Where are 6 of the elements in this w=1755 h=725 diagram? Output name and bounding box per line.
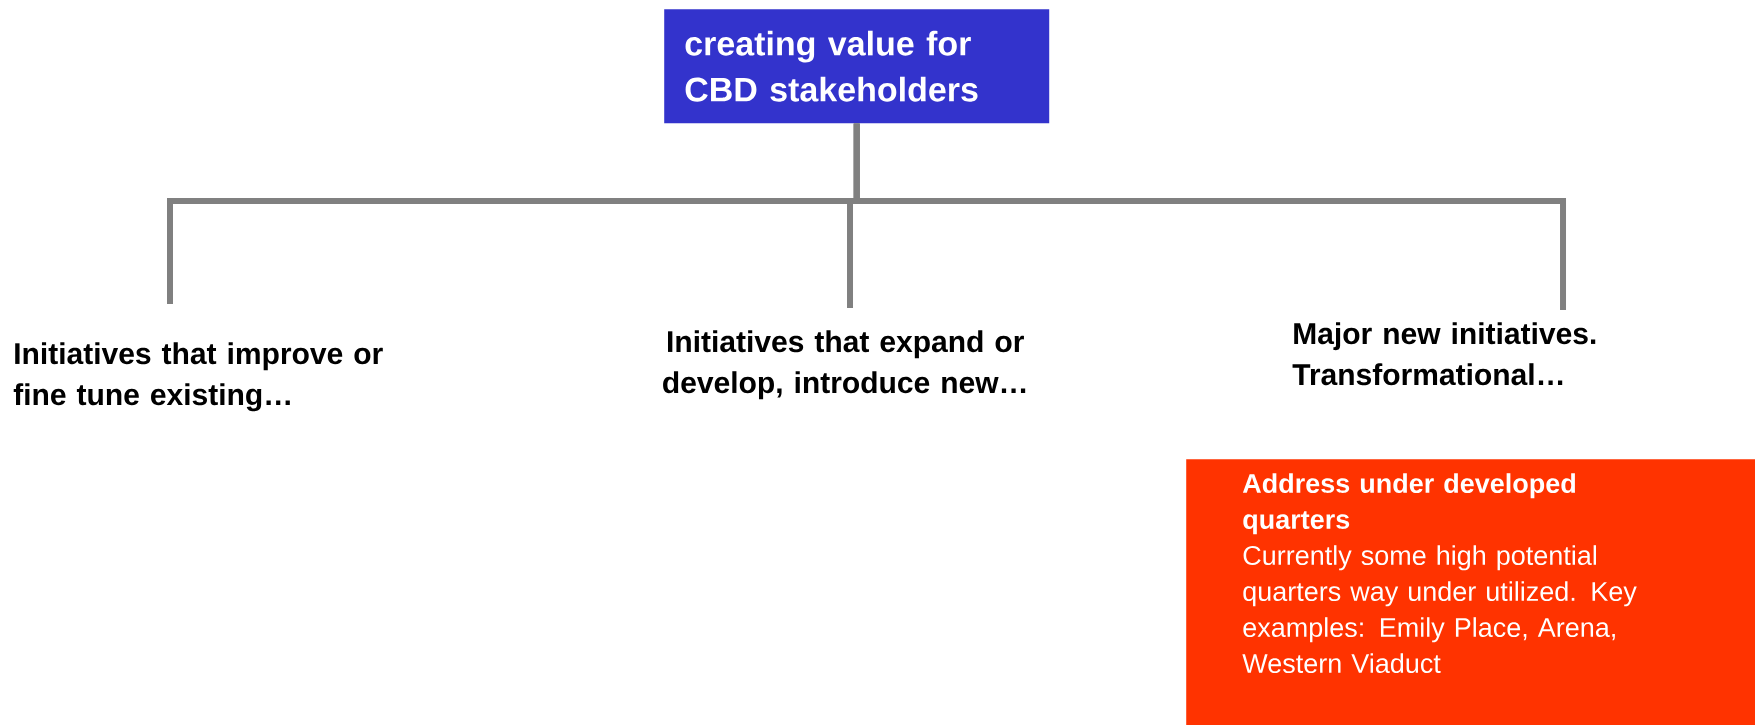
category-text: Major new initiatives. Transformational… bbox=[1292, 322, 1596, 386]
connector-line bbox=[853, 123, 1566, 310]
category-text: Initiatives that improve or fine tune existing… bbox=[13, 342, 383, 412]
category-text: Initiatives that expand or develop, introduce new… bbox=[663, 330, 1026, 400]
callout-box: Address under developed quarters Currently some high potential quarters way under utilized. Key examples: Emily Place, Arena, Western Viaduct bbox=[1186, 459, 1755, 725]
title-box: creating value for CBD stakeholders bbox=[664, 9, 1050, 124]
